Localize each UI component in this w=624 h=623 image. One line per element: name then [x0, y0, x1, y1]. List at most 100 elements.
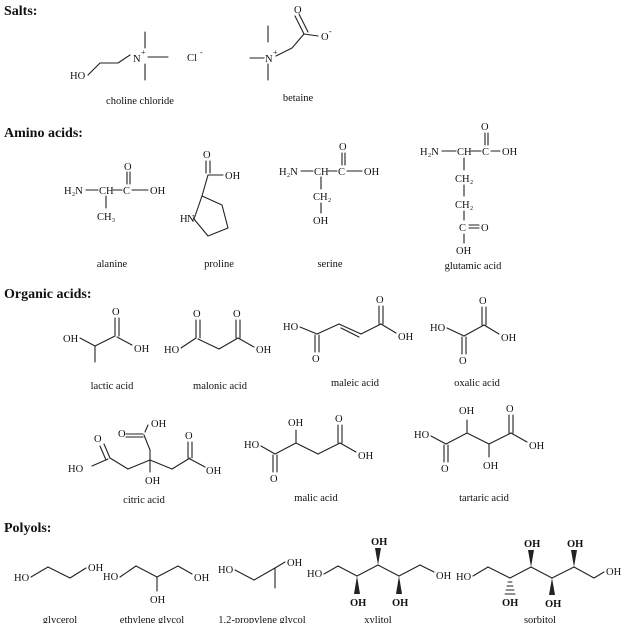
- atom-label: CH₂: [313, 192, 332, 203]
- atom-label: HO: [218, 565, 234, 576]
- atom-label: OH: [63, 334, 79, 345]
- atom-label: OH: [502, 598, 518, 609]
- atom-label: H: [180, 214, 188, 225]
- structure-glycerol: HO OH glycerol: [14, 563, 104, 623]
- atom-label: HO: [14, 573, 30, 584]
- atom-label: OH: [88, 563, 104, 574]
- atom-label: N: [187, 214, 195, 225]
- atom-label: O: [94, 434, 102, 445]
- atom-label: OH: [456, 246, 472, 257]
- atom-label: HO: [414, 430, 430, 441]
- atom-label: OH: [150, 186, 166, 197]
- atom-label: OH: [287, 558, 303, 569]
- atom-label: O: [441, 464, 449, 475]
- atom-label: O: [193, 309, 201, 320]
- structure-citric-acid: OH O OH O HO O OH citric acid: [68, 419, 222, 506]
- section-header-polyols: Polyols:: [4, 521, 51, 536]
- atom-label: OH: [313, 216, 329, 227]
- atom-label: OH: [459, 406, 475, 417]
- atom-charge: -: [329, 27, 332, 36]
- caption-oxalic-acid: oxalic acid: [454, 378, 501, 389]
- atom-label: OH: [364, 167, 380, 178]
- caption-lactic-acid: lactic acid: [91, 381, 135, 392]
- atom-label: OH: [524, 539, 540, 550]
- atom-charge: +: [141, 48, 146, 57]
- atom-charge: +: [273, 48, 278, 57]
- structure-oxalic-acid: HO O O OH oxalic acid: [430, 296, 517, 389]
- atom-label: OH: [501, 333, 517, 344]
- atom-label: C: [459, 223, 466, 234]
- atom-label: C: [482, 147, 489, 158]
- atom-label: O: [312, 354, 320, 365]
- atom-label: OH: [350, 598, 366, 609]
- caption-proline: proline: [204, 259, 234, 270]
- caption-choline-chloride: choline chloride: [106, 96, 174, 107]
- atom-label: O: [459, 356, 467, 367]
- atom-label: O: [481, 223, 489, 234]
- atom-label: C: [338, 167, 345, 178]
- section-header-organic-acids: Organic acids:: [4, 287, 92, 302]
- atom-label: OH: [567, 539, 583, 550]
- structure-sorbitol: HO OH OH OH OH OH sorbitol: [456, 539, 622, 623]
- atom-label: O: [335, 414, 343, 425]
- atom-label: OH: [371, 537, 387, 548]
- atom-label: OH: [145, 476, 161, 487]
- atom-label: HO: [307, 569, 323, 580]
- atom-label: OH: [151, 419, 167, 430]
- atom-label: O: [339, 142, 347, 153]
- atom-label: OH: [436, 571, 452, 582]
- structure-malonic-acid: HO O O OH malonic acid: [164, 309, 272, 392]
- caption-tartaric-acid: tartaric acid: [459, 493, 510, 504]
- atom-label: HO: [68, 464, 84, 475]
- atom-label: CH: [314, 167, 329, 178]
- atom-label: N: [265, 54, 273, 65]
- atom-label: OH: [606, 567, 622, 578]
- atom-label: OH: [529, 441, 545, 452]
- caption-malonic-acid: malonic acid: [193, 381, 248, 392]
- atom-label: O: [185, 431, 193, 442]
- atom-label: OH: [134, 344, 150, 355]
- atom-label: C: [123, 186, 130, 197]
- atom-label: HO: [244, 440, 260, 451]
- atom-label: HO: [283, 322, 299, 333]
- structure-proline: O OH H N proline: [180, 150, 241, 270]
- structure-xylitol: HO OH OH OH OH xylitol: [307, 537, 452, 623]
- atom-label: O: [124, 162, 132, 173]
- caption-alanine: alanine: [97, 259, 128, 270]
- atom-label: O: [203, 150, 211, 161]
- caption-maleic-acid: maleic acid: [331, 378, 380, 389]
- atom-label: Cl: [187, 53, 197, 64]
- atom-label: OH: [256, 345, 272, 356]
- atom-label: CH₃: [97, 212, 116, 223]
- section-header-amino-acids: Amino acids:: [4, 126, 83, 141]
- atom-label: O: [321, 32, 329, 43]
- atom-label: OH: [545, 599, 561, 610]
- section-header-salts: Salts:: [4, 4, 37, 19]
- atom-label: HO: [456, 572, 472, 583]
- caption-citric-acid: citric acid: [123, 495, 165, 506]
- structure-alanine: H₂N CH C O OH CH₃ alanine: [64, 162, 166, 270]
- atom-label: HO: [70, 71, 86, 82]
- atom-label: CH: [457, 147, 472, 158]
- structure-serine: H₂N CH C O OH CH₂ OH serine: [279, 142, 380, 270]
- structure-betaine: N + O O - betaine: [249, 5, 332, 104]
- atom-label: OH: [398, 332, 414, 343]
- structure-tartaric-acid: HO O OH OH O OH tartaric acid: [414, 404, 545, 504]
- structure-glutamic-acid: H₂N CH C O OH CH₂ CH₂ C O OH glutamic ac…: [420, 122, 518, 272]
- atom-charge: -: [200, 48, 203, 57]
- structure-ethylene-glycol: HO OH OH ethylene glycol: [103, 565, 210, 623]
- atom-label: O: [112, 307, 120, 318]
- caption-propylene-glycol: 1,2-propylene glycol: [218, 615, 306, 623]
- atom-label: OH: [194, 573, 210, 584]
- atom-label: OH: [392, 598, 408, 609]
- structure-malic-acid: HO O OH O OH malic acid: [244, 414, 374, 504]
- atom-label: HO: [164, 345, 180, 356]
- atom-label: H₂N: [420, 147, 439, 158]
- atom-label: H₂N: [64, 186, 83, 197]
- caption-malic-acid: malic acid: [294, 493, 338, 504]
- caption-betaine: betaine: [283, 93, 314, 104]
- atom-label: OH: [358, 451, 374, 462]
- atom-label: OH: [288, 418, 304, 429]
- atom-label: H₂N: [279, 167, 298, 178]
